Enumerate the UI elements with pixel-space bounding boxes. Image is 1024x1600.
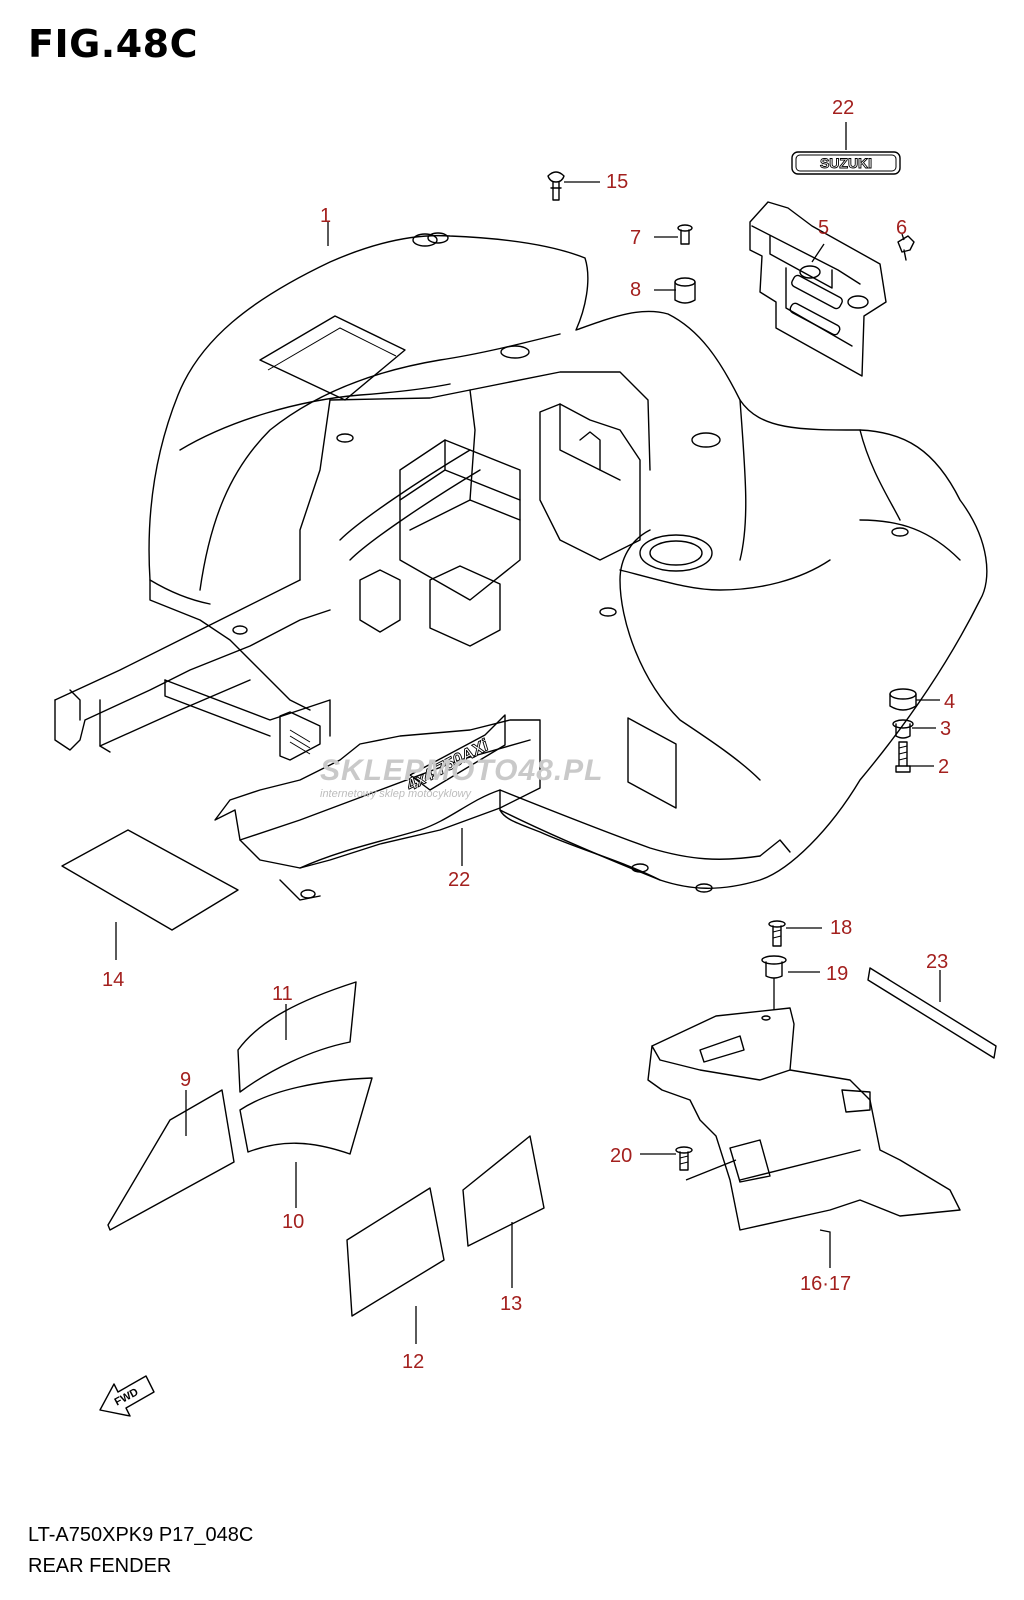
sheet-part-9 xyxy=(107,1089,235,1231)
strip-part-23 xyxy=(867,967,997,1059)
side-panel-part-21: 4x4 750AXi xyxy=(214,714,541,901)
callout-19: 19 xyxy=(826,963,848,985)
watermark: SKLEPMOTO48.PL internetowy sklep motocyk… xyxy=(320,754,604,800)
callout-9: 9 xyxy=(180,1069,191,1091)
callout-23: 23 xyxy=(926,951,948,973)
callout-labels: 22 15 1 5 6 7 8 4 3 2 22 14 11 9 10 12 1… xyxy=(102,97,955,1373)
callout-1: 1 xyxy=(320,205,331,227)
screw-part-20 xyxy=(675,1146,693,1171)
sheet-part-12 xyxy=(346,1187,445,1317)
collar-part-3 xyxy=(892,719,914,739)
callout-18: 18 xyxy=(830,917,852,939)
callout-4: 4 xyxy=(944,691,955,713)
watermark-brand: SKLEPMOTO48.PL xyxy=(320,754,604,787)
pad-part-14 xyxy=(61,829,239,931)
fwd-arrow: FWD xyxy=(99,1375,155,1417)
callout-6: 6 xyxy=(896,217,907,239)
screw-part-18 xyxy=(768,920,786,947)
screw-part-7 xyxy=(677,224,693,245)
callout-20: 20 xyxy=(610,1145,632,1167)
callout-5: 5 xyxy=(818,217,829,239)
callout-21: 22 xyxy=(448,869,470,891)
leader-16-17 xyxy=(819,1229,831,1268)
rear-fender-part-1 xyxy=(54,232,988,893)
clip-part-6 xyxy=(897,235,915,261)
bolt-part-2 xyxy=(895,741,911,773)
callout-16-17: 16·17 xyxy=(800,1273,851,1295)
callout-7: 7 xyxy=(630,227,641,249)
callout-15: 15 xyxy=(606,171,628,193)
callout-22: 22 xyxy=(832,97,854,119)
figure-title: FIG.48C xyxy=(28,22,198,66)
suzuki-emblem-part: SUZUKI xyxy=(791,151,901,175)
sheet-part-13 xyxy=(462,1135,545,1247)
leader-6 xyxy=(901,233,905,241)
sheet-part-10 xyxy=(239,1077,373,1155)
grommet-part-4 xyxy=(889,688,917,711)
section-name: REAR FENDER xyxy=(28,1555,172,1577)
callout-2: 2 xyxy=(938,756,949,778)
reflector-bracket-part-5 xyxy=(749,201,887,377)
suzuki-emblem-text: SUZUKI xyxy=(820,155,872,171)
callout-13: 13 xyxy=(500,1293,522,1315)
sheet-part-11 xyxy=(237,981,357,1093)
callout-3: 3 xyxy=(940,718,951,740)
callout-10: 10 xyxy=(282,1211,304,1233)
collar-part-8 xyxy=(674,277,696,304)
leader-5 xyxy=(811,243,825,263)
leader-lines xyxy=(115,122,941,1344)
callout-11: 11 xyxy=(272,983,293,1005)
model-code: LT-A750XPK9 P17_048C xyxy=(28,1524,254,1546)
callout-14: 14 xyxy=(102,969,124,991)
watermark-tagline: internetowy sklep motocyklowy xyxy=(320,788,473,800)
collar-part-19 xyxy=(761,955,787,979)
callout-8: 8 xyxy=(630,279,641,301)
push-rivet-part-15 xyxy=(547,171,565,201)
mud-guard-part-16-17 xyxy=(647,1007,961,1231)
callout-12: 12 xyxy=(402,1351,424,1373)
leader-20-to-guard xyxy=(685,1159,737,1181)
